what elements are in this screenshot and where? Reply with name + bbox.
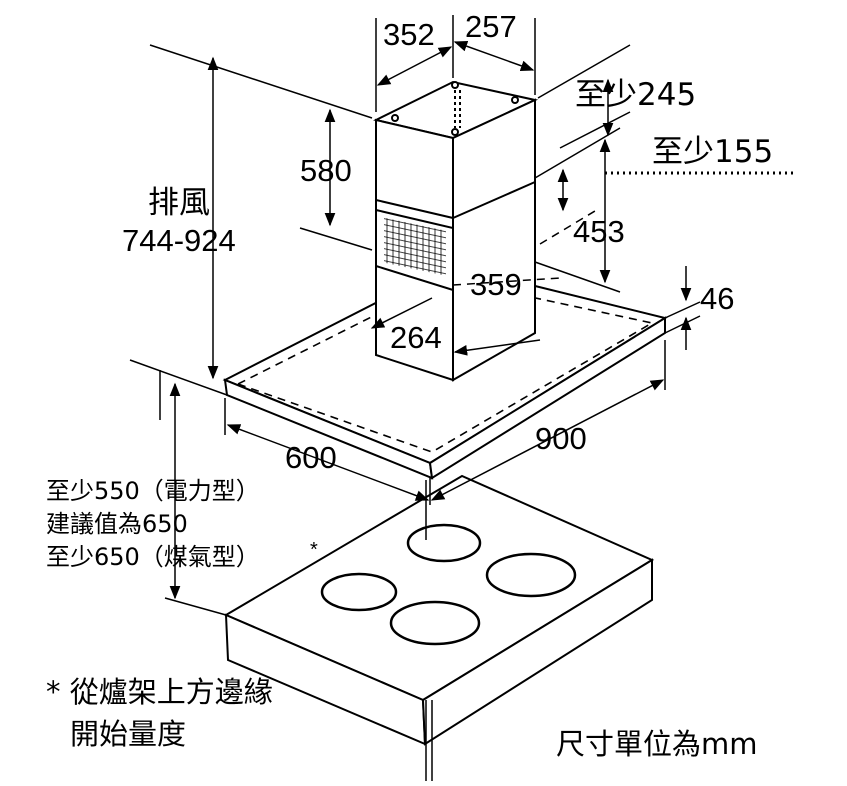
upper-453-label: 453: [573, 214, 625, 249]
chimney: [373, 80, 539, 382]
clearance-asterisk: *: [310, 539, 318, 561]
clearance-note-line2: 建議值為650: [46, 510, 188, 538]
hood-width-label: 900: [535, 421, 587, 456]
clearance-note-line1: 至少550（電力型）: [46, 477, 260, 505]
chimney-width-label: 257: [465, 9, 517, 44]
burner-back-right: [485, 552, 577, 598]
footnote-line2: 開始量度: [70, 717, 187, 751]
chimney-depth-label: 352: [383, 17, 435, 52]
duct-359-label: 359: [470, 267, 522, 302]
exhaust-label: 排風: [148, 185, 210, 221]
exhaust-range-label: 744-924: [122, 223, 236, 258]
min-155-label: 至少155: [652, 134, 774, 170]
cooktop: [223, 474, 655, 781]
burner-front-right: [389, 600, 481, 646]
footnote-line1: * 從爐架上方邊緣: [46, 675, 273, 709]
dimension-lines: [129, 15, 795, 616]
hood-depth-label: 600: [285, 440, 337, 475]
burner-front-left: [320, 572, 398, 612]
duct-264-label: 264: [390, 320, 442, 355]
hood-thickness-label: 46: [700, 281, 735, 316]
burner-back-left: [406, 523, 482, 563]
clearance-note-line3: 至少650（煤氣型）: [46, 543, 260, 571]
unit-note: 尺寸單位為mm: [556, 727, 758, 761]
min-245-label: 至少245: [575, 77, 697, 113]
chimney-height-label: 580: [300, 153, 352, 188]
